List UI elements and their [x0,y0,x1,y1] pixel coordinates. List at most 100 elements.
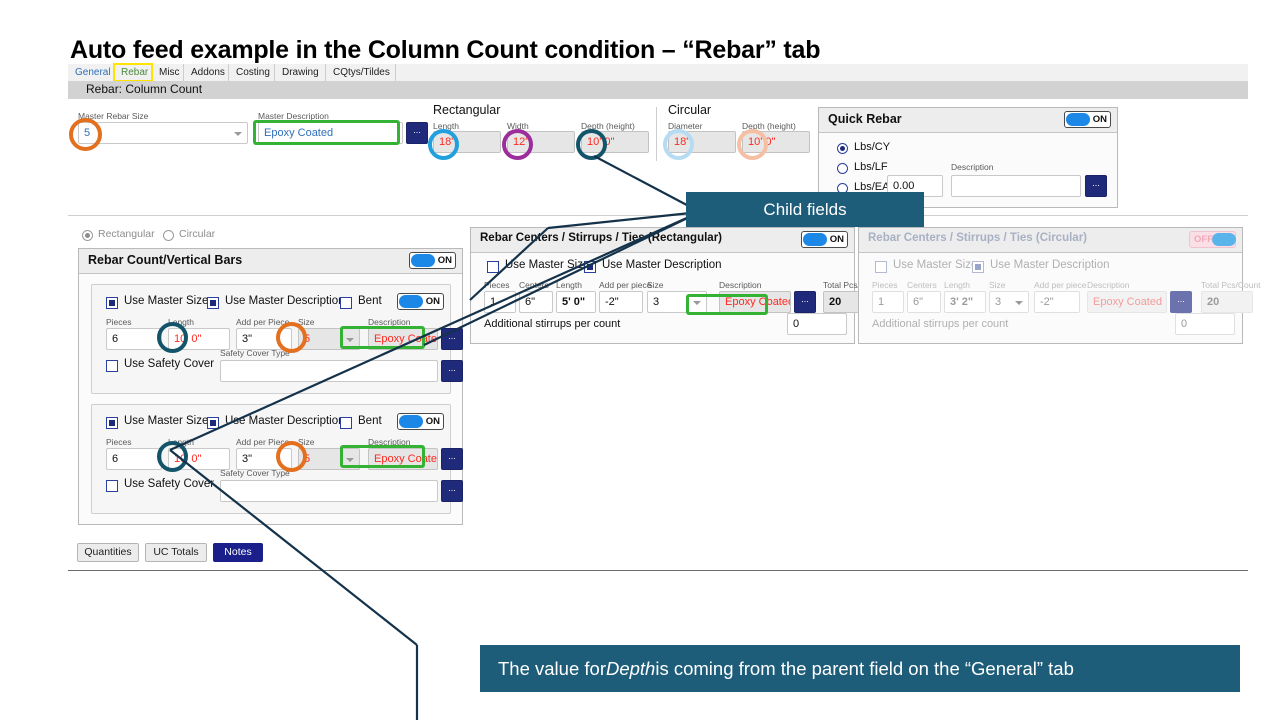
master-rebar-size-label: Master Rebar Size [78,111,149,121]
annotation-ring-rect-depth [576,129,607,160]
bent-checkbox[interactable] [340,297,352,309]
centers-input[interactable]: 6" [907,291,941,313]
tab-addons[interactable]: Addons [184,64,229,81]
additional-stirrups-input[interactable]: 0 [1175,313,1235,335]
use-master-size-checkbox[interactable] [875,261,887,273]
description-ellipsis-button[interactable]: ... [441,448,463,470]
use-master-size-label: Use Master Size [505,259,590,271]
toggle-label: OFF [1194,234,1213,245]
panel-header-bar: Rebar: Column Count [68,81,1248,99]
radio-shape-rectangular[interactable] [82,230,93,241]
toggle-knob [399,415,423,428]
use-master-description-checkbox[interactable] [972,261,984,273]
safety-cover-ellipsis-button[interactable]: ... [441,480,463,502]
callout-depth-prefix: The value for [498,657,606,679]
quick-rebar-description-ellipsis-button[interactable]: ... [1085,175,1107,197]
pieces-label: Pieces [484,280,510,290]
description-ellipsis-button[interactable]: ... [794,291,816,313]
callout-depth-parent-field: The value for Depth is coming from the p… [480,645,1240,692]
pieces-input[interactable]: 1 [484,291,516,313]
pieces-label: Pieces [872,280,898,290]
quick-rebar-toggle[interactable]: ON [1064,111,1111,128]
radio-shape-circular[interactable] [163,230,174,241]
callout-child-fields: Child fields [686,192,924,227]
radio-lbs-cy[interactable] [837,143,848,154]
quantities-button[interactable]: Quantities [77,543,139,562]
centers-input[interactable]: 6" [519,291,553,313]
annotation-box-row2-description [340,445,425,468]
use-master-size-label: Use Master Size [124,415,209,427]
length-input[interactable]: 5' 0" [556,291,596,313]
description-ellipsis-button[interactable]: ... [441,328,463,350]
quick-rebar-description-input[interactable] [951,175,1081,197]
use-safety-cover-checkbox[interactable] [106,360,118,372]
radio-lbs-lf[interactable] [837,163,848,174]
rebar-count-toggle[interactable]: ON [409,252,456,269]
toggle-knob [411,254,435,267]
centers-label: Centers [519,280,549,290]
tab-costing[interactable]: Costing [229,64,275,81]
pieces-input[interactable]: 6 [106,328,162,350]
use-master-size-label: Use Master Size [893,259,978,271]
safety-cover-type-input[interactable] [220,480,438,502]
centers-rect-header: Rebar Centers / Stirrups / Ties (Rectang… [471,228,854,253]
length-input[interactable]: 3' 2" [944,291,986,313]
use-master-description-label: Use Master Description [602,259,722,271]
use-master-size-checkbox[interactable] [106,417,118,429]
description-input[interactable]: Epoxy Coated [719,291,791,313]
annotation-ring-circ-diameter [663,129,694,160]
centers-circ-toggle[interactable]: OFF [1189,231,1236,248]
add-per-piece-input[interactable]: -2" [1034,291,1080,313]
notes-button[interactable]: Notes [213,543,263,562]
annotation-ring-circ-depth [737,129,768,160]
use-safety-cover-checkbox[interactable] [106,480,118,492]
circ-depth-label: Depth (height) [742,121,796,131]
use-safety-cover-label: Use Safety Cover [124,358,215,370]
toggle-label: ON [1092,114,1107,125]
master-description-ellipsis-button[interactable]: ... [406,122,428,144]
safety-cover-type-label: Safety Cover Type [220,348,290,358]
toggle-label: ON [425,416,440,427]
row-toggle[interactable]: ON [397,413,444,430]
quick-rebar-panel: Quick Rebar ON Lbs/CY Lbs/LF Lbs/EA 0.00… [818,107,1118,208]
centers-label: Centers [907,280,937,290]
annotation-ring-row2-size [276,441,307,472]
annotation-ring-row1-length [157,322,188,353]
tab-general[interactable]: General [68,64,114,81]
tab-drawing[interactable]: Drawing [275,64,326,81]
safety-cover-ellipsis-button[interactable]: ... [441,360,463,382]
add-per-piece-input[interactable]: -2" [599,291,643,313]
description-ellipsis-button[interactable]: ... [1170,291,1192,313]
use-master-description-checkbox[interactable] [207,297,219,309]
centers-rect-toggle[interactable]: ON [801,231,848,248]
quick-rebar-title: Quick Rebar [828,112,902,126]
use-master-description-checkbox[interactable] [207,417,219,429]
size-input[interactable]: 3 [989,291,1029,313]
uc-totals-button[interactable]: UC Totals [145,543,207,562]
pieces-input[interactable]: 1 [872,291,904,313]
safety-cover-type-input[interactable] [220,360,438,382]
tab-misc[interactable]: Misc [152,64,184,81]
description-input[interactable]: Epoxy Coated [1087,291,1167,313]
additional-stirrups-input[interactable]: 0 [787,313,847,335]
annotation-ring-rect-width [502,129,533,160]
master-rebar-size-input[interactable]: 5 [78,122,248,144]
row-toggle[interactable]: ON [397,293,444,310]
use-master-size-checkbox[interactable] [106,297,118,309]
panel-header-title: Rebar: Column Count [86,82,203,96]
callout-depth-emphasis: Depth [605,657,656,679]
use-master-description-checkbox[interactable] [584,261,596,273]
bent-checkbox[interactable] [340,417,352,429]
master-fields-band: Master Rebar Size 5 Master Description E… [68,99,1248,215]
use-master-size-checkbox[interactable] [487,261,499,273]
tab-cqtys-tildes[interactable]: CQtys/Tildes [326,64,396,81]
additional-stirrups-label: Additional stirrups per count [484,318,621,330]
total-pcs-count-input[interactable]: 20 [1201,291,1253,313]
quick-rebar-description-label: Description [951,162,994,172]
footer-divider [68,570,1248,571]
rect-width-label: Width [507,121,529,131]
centers-circ-title: Rebar Centers / Stirrups / Ties (Circula… [868,232,1087,244]
total-pcs-count-label: Total Pcs/Count [1201,280,1261,290]
toggle-label: ON [425,296,440,307]
pieces-input[interactable]: 6 [106,448,162,470]
